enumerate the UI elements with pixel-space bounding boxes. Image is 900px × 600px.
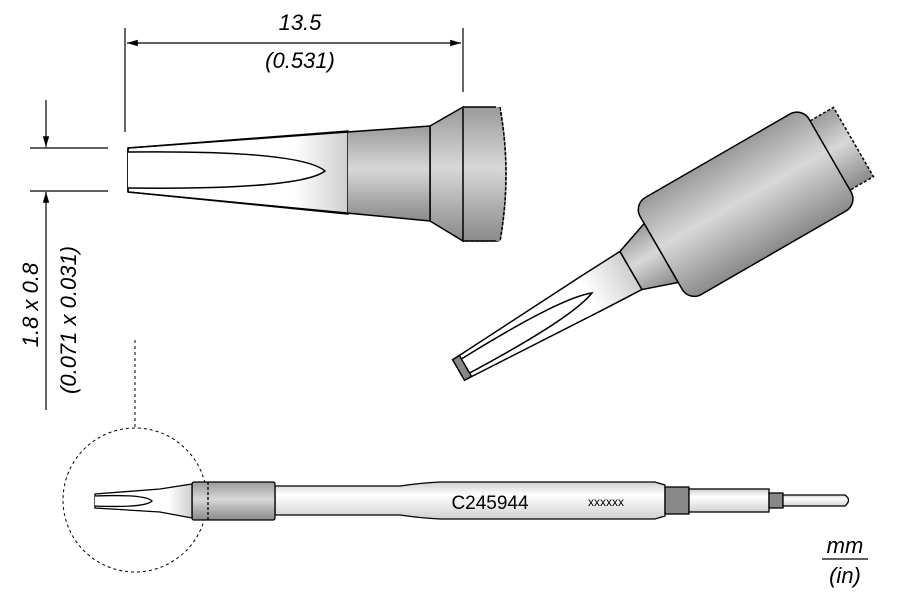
- length-dimension: [124, 28, 464, 132]
- tip-dimension: [30, 100, 108, 410]
- length-mm-label: 13.5: [279, 10, 323, 35]
- tip-mm-label: 1.8 x 0.8: [18, 262, 43, 347]
- unit-secondary: (in): [829, 563, 861, 588]
- tip-perspective-view: [451, 106, 875, 382]
- tip-side-view: [127, 105, 507, 243]
- tip-full-view: [94, 481, 850, 521]
- part-marking: xxxxxx: [588, 495, 624, 509]
- tip-in-label: (0.071 x 0.031): [56, 246, 81, 394]
- length-in-label: (0.531): [265, 48, 335, 73]
- unit-primary: mm: [827, 533, 864, 558]
- part-code: C245944: [451, 493, 529, 514]
